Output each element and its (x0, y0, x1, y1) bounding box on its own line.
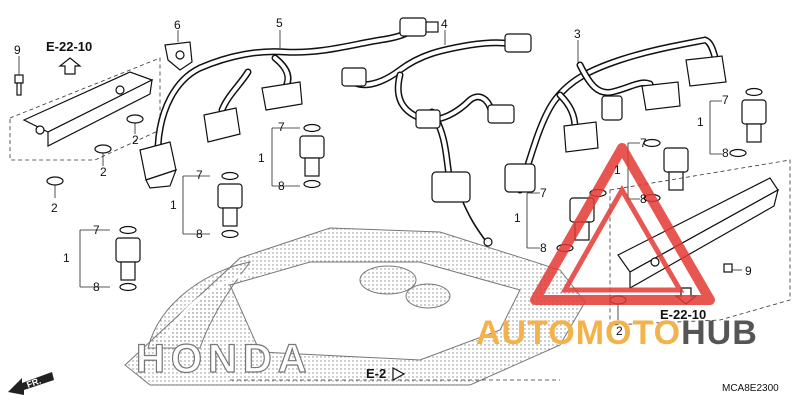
injector-set-b (182, 171, 243, 239)
callout-4: 4 (441, 17, 448, 31)
callout-1-f: 1 (514, 211, 521, 225)
callout-1-d: 1 (697, 115, 704, 129)
bolt-9-left (14, 56, 24, 96)
watermark-part-auto: AUTO (476, 314, 576, 352)
dashed-outline-left (9, 57, 161, 161)
callout-7-b: 7 (196, 168, 203, 182)
callout-1-a: 1 (258, 151, 265, 165)
watermark-part-hub: HUB (681, 314, 758, 352)
injector-set-c (79, 225, 141, 292)
front-direction-arrow (8, 372, 54, 395)
watermark-text: AUTOMOTOHUB (476, 314, 758, 352)
callout-1-e: 1 (614, 163, 621, 177)
callout-7-d: 7 (722, 93, 729, 107)
injector-set-a (271, 123, 325, 189)
callout-7-a: 7 (278, 120, 285, 134)
injector-set-d (709, 87, 767, 158)
callout-3: 3 (574, 27, 581, 41)
arrow-up-icon (58, 57, 82, 75)
honda-brand-text: HONDA (136, 337, 313, 381)
callout-8-a: 8 (278, 179, 285, 193)
arrow-right-icon (392, 366, 406, 382)
harness-5 (139, 17, 439, 189)
callout-6: 6 (174, 18, 181, 32)
callout-8-c: 8 (93, 280, 100, 294)
callout-9-right: 9 (745, 264, 752, 278)
seal-2-group (46, 114, 144, 198)
callout-8-f: 8 (540, 241, 547, 255)
ref-e-22-10-bottom: E-22-10 (660, 307, 706, 322)
honda-wing-logo (147, 261, 253, 349)
callout-2-a: 2 (132, 133, 139, 147)
callout-5: 5 (276, 16, 283, 30)
callout-8-d: 8 (722, 146, 729, 160)
ref-e-22-10-top: E-22-10 (46, 39, 92, 54)
callout-8-e: 8 (640, 192, 647, 206)
diagram-code: MCA8E2300 (722, 383, 779, 394)
direction-label: FR. (25, 376, 42, 390)
callout-7-f: 7 (540, 186, 547, 200)
watermark-logo (530, 143, 715, 305)
callout-7-e: 7 (640, 136, 647, 150)
callout-1-c: 1 (63, 251, 70, 265)
callout-2-b: 2 (100, 165, 107, 179)
ref-e-2: E-2 (366, 366, 386, 381)
harness-3 (504, 36, 727, 194)
mounting-rail-left (22, 71, 154, 147)
callout-2-c: 2 (51, 201, 58, 215)
bolt-9-right (723, 263, 742, 273)
callout-2-d: 2 (616, 324, 623, 338)
callout-7-c: 7 (93, 223, 100, 237)
watermark-part-moto: MOTO (576, 314, 681, 352)
callout-9-left: 9 (14, 43, 21, 57)
callout-1-b: 1 (170, 198, 177, 212)
harness-4 (341, 30, 532, 247)
callout-8-b: 8 (196, 227, 203, 241)
clip-6 (164, 30, 193, 71)
